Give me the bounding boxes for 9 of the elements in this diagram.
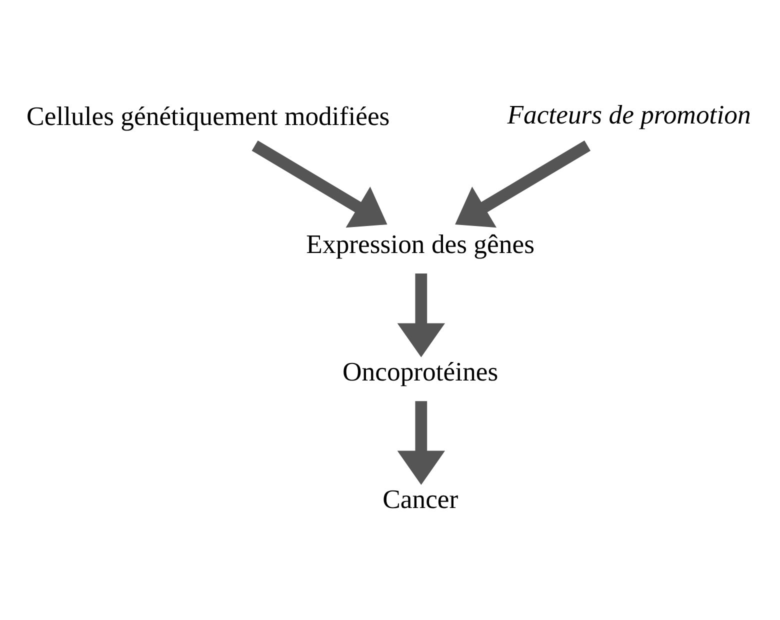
node-text: Cancer [382,484,458,514]
arrow [397,274,446,358]
arrow [397,401,446,485]
node-text: Cellules génétiquement modifiées [26,101,390,132]
arrow [455,140,591,228]
arrow [252,140,388,228]
node-text: Facteurs de promotion [507,100,751,130]
node-text: Oncoprotéines [342,356,498,386]
node-text: Expression des gênes [306,228,534,259]
